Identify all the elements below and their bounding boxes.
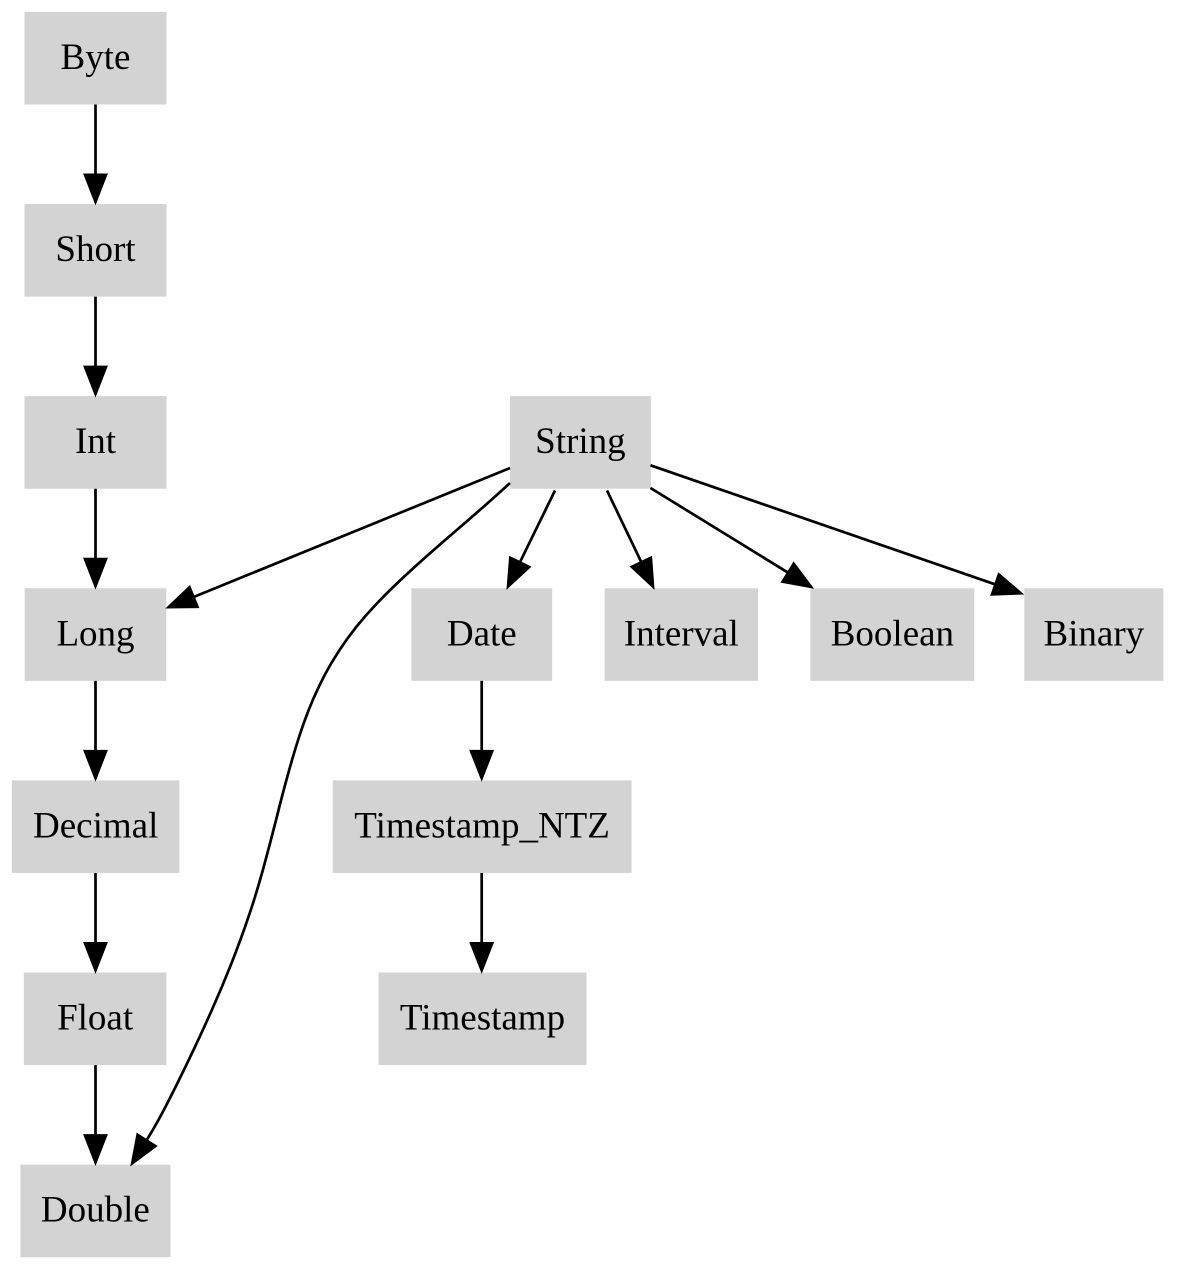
svg-text:Int: Int xyxy=(75,421,117,462)
svg-text:Short: Short xyxy=(55,229,136,270)
svg-text:Float: Float xyxy=(57,998,134,1039)
svg-text:String: String xyxy=(535,421,625,462)
svg-text:Double: Double xyxy=(41,1190,150,1231)
svg-text:Binary: Binary xyxy=(1043,613,1144,654)
svg-text:Interval: Interval xyxy=(624,613,739,654)
svg-text:Decimal: Decimal xyxy=(33,805,158,846)
svg-text:Date: Date xyxy=(447,613,517,654)
svg-text:Byte: Byte xyxy=(61,37,131,78)
svg-text:Timestamp_NTZ: Timestamp_NTZ xyxy=(354,805,610,846)
svg-text:Timestamp: Timestamp xyxy=(400,998,565,1039)
svg-text:Boolean: Boolean xyxy=(831,613,954,654)
svg-text:Long: Long xyxy=(56,613,134,654)
